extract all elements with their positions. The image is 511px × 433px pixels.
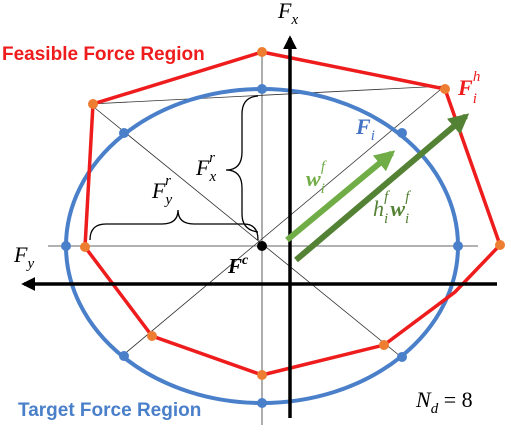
target-vertex xyxy=(257,398,267,408)
center-point xyxy=(257,241,267,251)
target-vertex xyxy=(397,352,407,362)
fyr-label: Fyr xyxy=(151,173,172,208)
fy-axis-label: Fy xyxy=(13,242,34,272)
feasible-force-region xyxy=(83,50,503,377)
feasible-vertex xyxy=(379,340,389,350)
nd-label: Nd = 8 xyxy=(415,387,473,417)
feasible-vertex xyxy=(147,331,157,341)
fc-label: Fc xyxy=(227,253,249,278)
feasible-vertex xyxy=(88,99,98,109)
feasible-vertex xyxy=(80,242,90,252)
feasible-vertex xyxy=(440,84,450,94)
target-vertex xyxy=(61,241,71,251)
target-vertex xyxy=(257,84,267,94)
target-vertex xyxy=(397,128,407,138)
diagonal-line-1 xyxy=(89,85,446,105)
hwf-vector xyxy=(294,113,470,263)
fx-axis-label: Fx xyxy=(277,0,298,28)
diagonal-line-b xyxy=(121,89,441,357)
feasible-vertices xyxy=(80,47,505,380)
target-vertex xyxy=(453,241,463,251)
target-vertex xyxy=(119,128,129,138)
feasible-vertex xyxy=(495,240,505,250)
diagonal-line-a xyxy=(89,103,401,357)
fxr-brace xyxy=(225,95,259,233)
target-vertex xyxy=(119,351,129,361)
target-vertices xyxy=(61,84,463,408)
feasible-region-label: Feasible Force Region xyxy=(2,44,205,65)
fi-label: Fi xyxy=(355,114,375,144)
fih-label: Fih xyxy=(457,69,480,107)
wif-label: wif xyxy=(306,159,327,197)
hwf-label: hifwif xyxy=(373,189,411,227)
fxr-label: Fxr xyxy=(195,150,216,185)
feasible-vertex xyxy=(257,370,267,380)
reference-lines xyxy=(48,50,478,425)
target-region-label: Target Force Region xyxy=(18,400,201,421)
feasible-vertex xyxy=(257,47,267,57)
fyr-brace xyxy=(89,209,259,241)
wif-vector xyxy=(285,150,396,243)
